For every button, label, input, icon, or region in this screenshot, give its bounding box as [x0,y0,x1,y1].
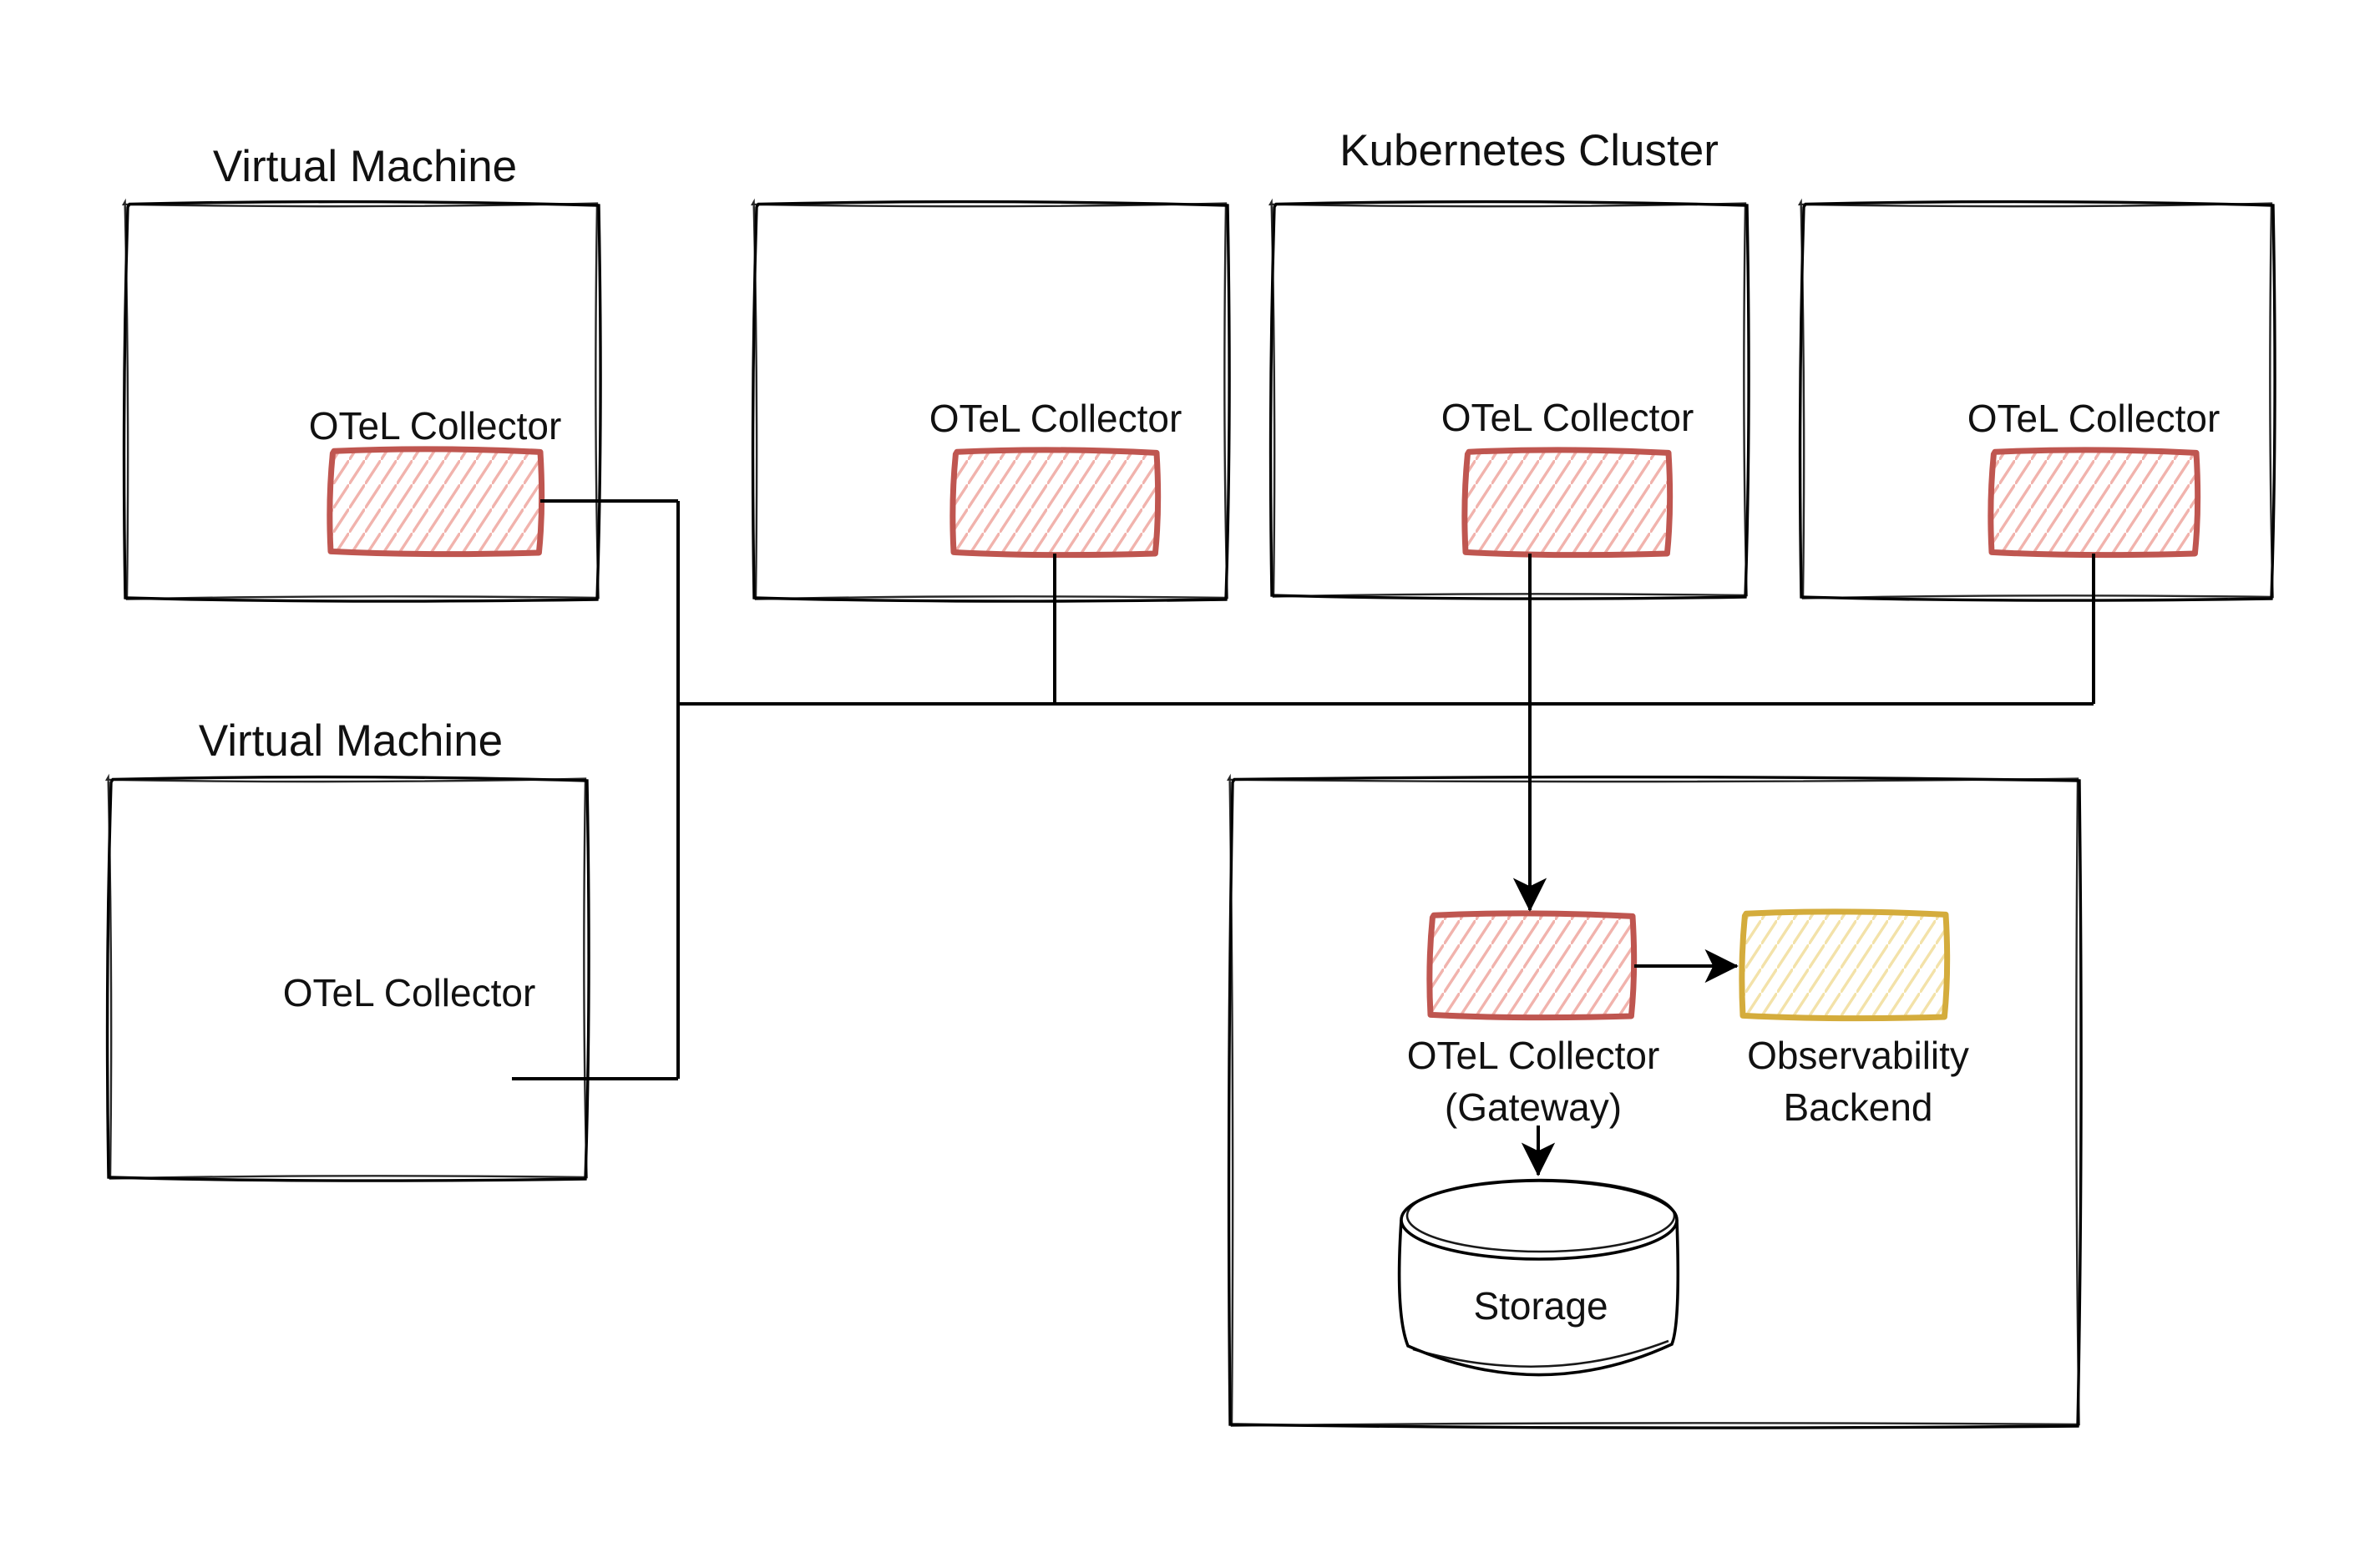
storage-cylinder [1397,1178,1680,1377]
vm2-collector-label: OTeL Collector [283,971,536,1014]
vm1-box [122,200,602,603]
observability-backend-label-line2: Backend [1783,1085,1932,1129]
k8s-node3-collector-rect [1988,447,2201,559]
storage-label: Storage [1473,1284,1608,1328]
vm1-collector-label: OTeL Collector [309,404,562,448]
k8s-node3-box-sketch-echo [1797,198,2274,599]
vm2-box-sketch-echo [104,773,588,1180]
kubernetes-cluster-title: Kubernetes Cluster [1339,126,1719,175]
observability-backend-label-line1: Observability [1747,1034,1969,1077]
k8s-node2-box-sketch-echo [1268,198,1748,598]
k8s-node2-box [1268,200,1750,600]
gateway-collector-rect [1426,910,1638,1021]
gateway-box-sketch-echo [1226,773,2080,1427]
k8s-node2-collector-label: OTeL Collector [1441,396,1694,439]
k8s-node1-box [751,200,1231,603]
k8s-node1-box-sketch-echo [750,198,1228,600]
k8s-node3-box [1798,200,2276,602]
vm1-title: Virtual Machine [213,142,517,191]
k8s-node1-collector-label: OTeL Collector [929,397,1182,440]
k8s-node2-collector-rect [1461,447,1674,559]
k8s-node3-collector-label: OTeL Collector [1967,397,2220,440]
vm1-collector-rect [327,446,545,558]
observability-backend-rect [1739,908,1951,1022]
gateway-collector-label-line2: (Gateway) [1445,1085,1622,1129]
gateway-box [1227,775,2083,1429]
vm1-box-sketch-echo [121,198,600,600]
gateway-collector-label-line1: OTeL Collector [1407,1034,1660,1077]
k8s-node1-collector-rect [949,447,1162,559]
vm2-box [105,775,590,1182]
vm2-title: Virtual Machine [199,716,503,766]
shape-layer [104,198,2276,1429]
